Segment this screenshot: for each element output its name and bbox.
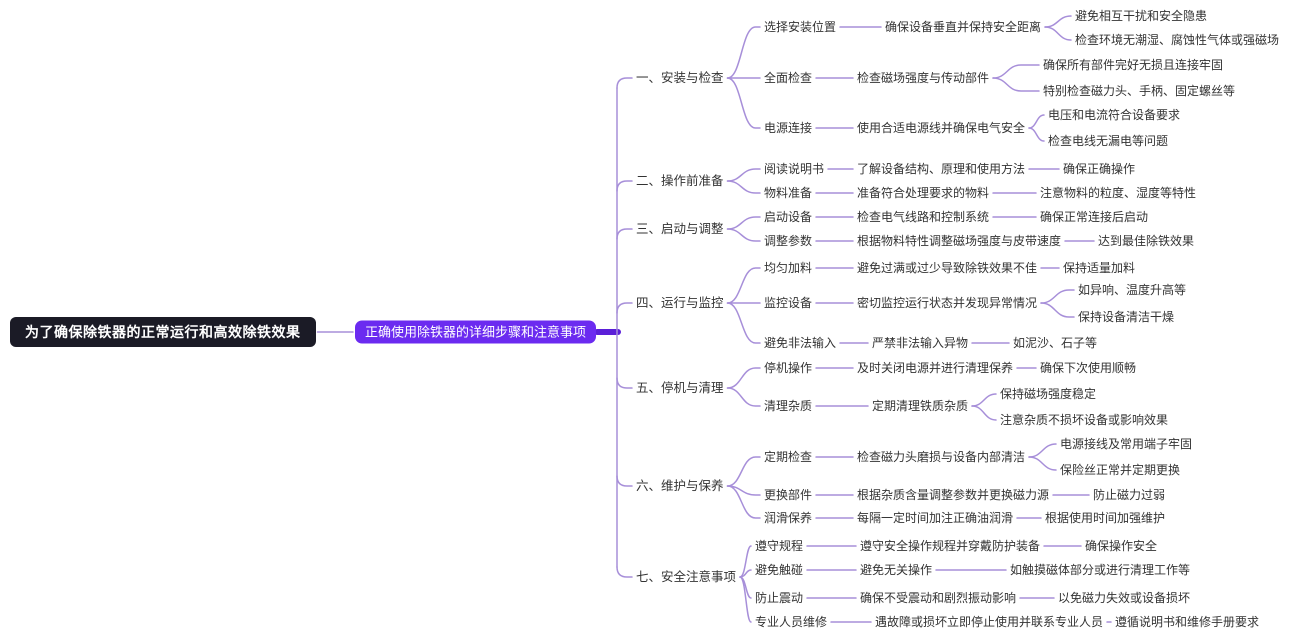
detail-node[interactable]: 确保不受震动和剧烈振动影响: [860, 591, 1017, 605]
detail-node[interactable]: 根据物料特性调整磁场强度与皮带速度: [857, 234, 1062, 248]
note-node[interactable]: 电压和电流符合设备要求: [1048, 108, 1181, 122]
note-node[interactable]: 以免磁力失效或设备损坏: [1058, 591, 1191, 605]
note-node[interactable]: 确保所有部件完好无损且连接牢固: [1043, 58, 1224, 72]
note-node[interactable]: 电源接线及常用端子牢固: [1060, 437, 1193, 451]
detail-node[interactable]: 密切监控运行状态并发现异常情况: [857, 296, 1038, 310]
step-node[interactable]: 阅读说明书: [764, 162, 825, 176]
step-node[interactable]: 监控设备: [764, 296, 813, 310]
note-node[interactable]: 确保正确操作: [1063, 162, 1136, 176]
step-node[interactable]: 定期检查: [764, 450, 813, 464]
detail-node[interactable]: 确保设备垂直并保持安全距离: [885, 20, 1042, 34]
note-node[interactable]: 如泥沙、石子等: [1013, 336, 1098, 350]
step-node[interactable]: 防止震动: [755, 591, 804, 605]
detail-node[interactable]: 检查电气线路和控制系统: [857, 210, 990, 224]
central-topic-node[interactable]: 正确使用除铁器的详细步骤和注意事项: [355, 320, 597, 344]
step-node[interactable]: 遵守规程: [755, 539, 804, 553]
branch-label-operation-monitor[interactable]: 四、运行与监控: [636, 295, 724, 310]
detail-node[interactable]: 避免过满或过少导致除铁效果不佳: [857, 261, 1038, 275]
root-topic-node[interactable]: 为了确保除铁器的正常运行和高效除铁效果: [10, 317, 316, 347]
detail-node[interactable]: 每隔一定时间加注正确油润滑: [857, 511, 1014, 525]
note-node[interactable]: 确保正常连接后启动: [1040, 210, 1149, 224]
note-node[interactable]: 注意杂质不损坏设备或影响效果: [1000, 413, 1169, 427]
note-node[interactable]: 保持磁场强度稳定: [1000, 387, 1097, 401]
note-node[interactable]: 根据使用时间加强维护: [1045, 511, 1166, 525]
note-node[interactable]: 注意物料的粒度、湿度等特性: [1040, 186, 1197, 200]
detail-node[interactable]: 严禁非法输入异物: [872, 336, 969, 350]
note-node[interactable]: 确保下次使用顺畅: [1040, 361, 1137, 375]
detail-node[interactable]: 避免无关操作: [860, 563, 933, 577]
step-node[interactable]: 电源连接: [764, 121, 813, 135]
step-node[interactable]: 避免触碰: [755, 563, 804, 577]
note-node[interactable]: 保持适量加料: [1063, 261, 1136, 275]
note-node[interactable]: 检查电线无漏电等问题: [1048, 134, 1169, 148]
branch-label-startup-adjust[interactable]: 三、启动与调整: [636, 221, 724, 236]
step-node[interactable]: 避免非法输入: [764, 336, 837, 350]
branch-label-pre-operation[interactable]: 二、操作前准备: [636, 173, 724, 188]
note-node[interactable]: 确保操作安全: [1085, 539, 1158, 553]
note-node[interactable]: 保险丝正常并定期更换: [1060, 463, 1181, 477]
branch-label-shutdown-clean[interactable]: 五、停机与清理: [636, 380, 724, 395]
step-node[interactable]: 全面检查: [764, 71, 813, 85]
detail-node[interactable]: 检查磁力头磨损与设备内部清洁: [857, 450, 1026, 464]
step-node[interactable]: 物料准备: [764, 186, 813, 200]
note-node[interactable]: 遵循说明书和维修手册要求: [1115, 615, 1260, 629]
step-node[interactable]: 均匀加料: [764, 261, 813, 275]
detail-node[interactable]: 检查磁场强度与传动部件: [857, 71, 990, 85]
note-node[interactable]: 如异响、温度升高等: [1078, 283, 1187, 297]
note-node[interactable]: 如触摸磁体部分或进行清理工作等: [1010, 563, 1191, 577]
step-node[interactable]: 更换部件: [764, 488, 813, 502]
step-node[interactable]: 专业人员维修: [755, 615, 828, 629]
note-node[interactable]: 达到最佳除铁效果: [1098, 234, 1195, 248]
detail-node[interactable]: 准备符合处理要求的物料: [857, 186, 990, 200]
step-node[interactable]: 停机操作: [764, 361, 813, 375]
note-node[interactable]: 防止磁力过弱: [1093, 488, 1166, 502]
branch-label-maintenance[interactable]: 六、维护与保养: [636, 478, 724, 493]
detail-node[interactable]: 根据杂质含量调整参数并更换磁力源: [857, 488, 1050, 502]
detail-node[interactable]: 使用合适电源线并确保电气安全: [857, 121, 1026, 135]
note-node[interactable]: 避免相互干扰和安全隐患: [1075, 9, 1208, 23]
detail-node[interactable]: 了解设备结构、原理和使用方法: [857, 162, 1026, 176]
detail-node[interactable]: 定期清理铁质杂质: [872, 399, 969, 413]
detail-node[interactable]: 遵守安全操作规程并穿戴防护装备: [860, 539, 1041, 553]
note-node[interactable]: 特别检查磁力头、手柄、固定螺丝等: [1043, 84, 1236, 98]
detail-node[interactable]: 遇故障或损坏立即停止使用并联系专业人员: [875, 615, 1104, 629]
branch-label-safety-notes[interactable]: 七、安全注意事项: [636, 569, 737, 584]
step-node[interactable]: 清理杂质: [764, 399, 813, 413]
step-node[interactable]: 润滑保养: [764, 511, 813, 525]
branch-label-install-check[interactable]: 一、安装与检查: [636, 70, 724, 85]
step-node[interactable]: 调整参数: [764, 234, 813, 248]
step-node[interactable]: 启动设备: [764, 210, 813, 224]
step-node[interactable]: 选择安装位置: [764, 20, 837, 34]
detail-node[interactable]: 及时关闭电源并进行清理保养: [857, 361, 1014, 375]
note-node[interactable]: 保持设备清洁干燥: [1078, 310, 1175, 324]
note-node[interactable]: 检查环境无潮湿、腐蚀性气体或强磁场: [1075, 33, 1280, 47]
